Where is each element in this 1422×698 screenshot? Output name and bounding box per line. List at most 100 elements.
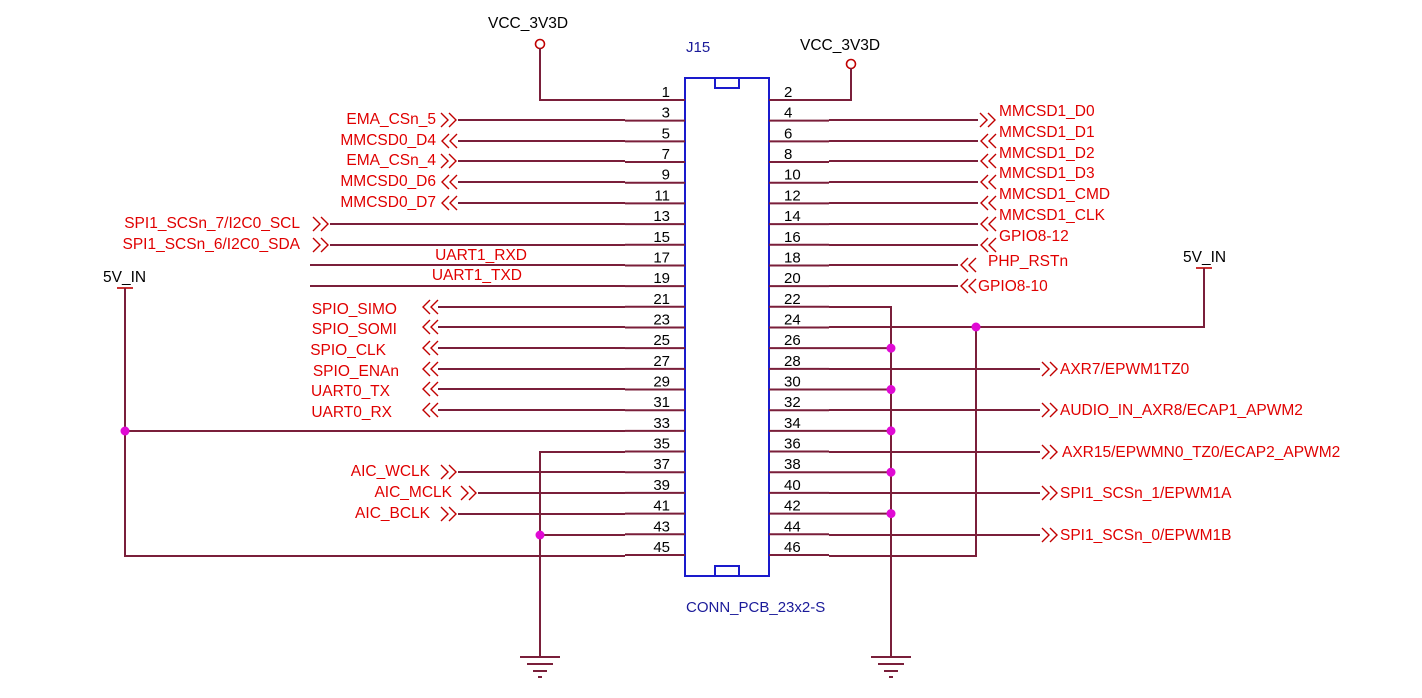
junction-dot bbox=[120, 426, 130, 436]
net-label-p14: MMCSD1_CLK bbox=[999, 207, 1106, 224]
offpage-connector-icon bbox=[980, 153, 997, 169]
vcc-left-wire bbox=[539, 48, 625, 101]
pin-number: 34 bbox=[784, 415, 801, 432]
pin-number: 27 bbox=[653, 353, 670, 370]
v5-right-symbol: 5V_IN bbox=[829, 249, 1226, 557]
net-label-p7: EMA_CSn_4 bbox=[346, 152, 436, 169]
pin-number: 5 bbox=[662, 125, 670, 142]
offpage-connector-icon bbox=[440, 153, 457, 169]
pin-number: 9 bbox=[662, 167, 670, 184]
net-label-p33: UART0_RX bbox=[311, 404, 392, 421]
net-label-p11: MMCSD0_D7 bbox=[340, 194, 436, 211]
net-label-p20: GPIO8-10 bbox=[978, 278, 1048, 295]
ground-icon bbox=[871, 656, 911, 678]
offpage-connector-icon bbox=[980, 174, 997, 190]
net-label-p12: MMCSD1_CMD bbox=[999, 186, 1110, 203]
pin-number: 40 bbox=[784, 477, 801, 494]
pin-number: 15 bbox=[653, 229, 670, 246]
net-label-p5: MMCSD0_D4 bbox=[340, 132, 436, 149]
offpage-connector-icon bbox=[422, 340, 439, 356]
net-label-p4: MMCSD1_D0 bbox=[999, 103, 1095, 120]
net-label-p18: PHP_RSTn bbox=[988, 253, 1068, 270]
pin-number: 43 bbox=[653, 518, 670, 535]
pin46-wire bbox=[829, 327, 977, 557]
connector-ref: J15 bbox=[686, 39, 710, 56]
offpage-connector-icon bbox=[422, 299, 439, 315]
offpage-connector-icon bbox=[440, 464, 457, 480]
pin-number: 8 bbox=[784, 146, 792, 163]
offpage-connector-icon bbox=[441, 174, 458, 190]
offpage-connector-icon bbox=[1041, 527, 1058, 543]
pin-number: 12 bbox=[784, 187, 801, 204]
offpage-connector-icon bbox=[440, 506, 457, 522]
offpage-connector-icon bbox=[460, 485, 477, 501]
connector-key-top bbox=[714, 77, 740, 89]
connector-body bbox=[684, 77, 770, 577]
pin-number: 19 bbox=[653, 270, 670, 287]
pin-number: 21 bbox=[653, 291, 670, 308]
ground-left bbox=[520, 451, 625, 678]
pin-number: 23 bbox=[653, 311, 670, 328]
net-label-p15: SPI1_SCSn_6/I2C0_SDA bbox=[123, 236, 301, 253]
gnd-left-bus bbox=[539, 451, 625, 656]
offpage-connector-icon bbox=[960, 257, 977, 273]
pin-number: 32 bbox=[784, 394, 801, 411]
offpage-connector-icon bbox=[980, 133, 997, 149]
pin-number: 1 bbox=[662, 84, 670, 101]
pin-number: 16 bbox=[784, 229, 801, 246]
pin-number: 20 bbox=[784, 270, 801, 287]
vcc-right-wire bbox=[829, 68, 852, 101]
junction-dot bbox=[535, 530, 545, 540]
vcc-left-label: VCC_3V3D bbox=[488, 15, 568, 32]
vcc-right-label: VCC_3V3D bbox=[800, 37, 880, 54]
offpage-connector-icon bbox=[422, 381, 439, 397]
v5-left-symbol: 5V_IN bbox=[103, 269, 625, 557]
offpage-connector-icon bbox=[422, 319, 439, 335]
offpage-connector-icon bbox=[980, 237, 997, 253]
pin-number: 26 bbox=[784, 332, 801, 349]
offpage-connector-icon bbox=[312, 237, 329, 253]
net-label-p28: AXR7/EPWM1TZ0 bbox=[1060, 361, 1190, 378]
net-label-p44: SPI1_SCSn_0/EPWM1B bbox=[1060, 527, 1231, 544]
pin-number: 2 bbox=[784, 84, 792, 101]
offpage-connector-icon bbox=[980, 216, 997, 232]
net-label-p32: AUDIO_IN_AXR8/ECAP1_APWM2 bbox=[1060, 402, 1303, 419]
pin-number: 37 bbox=[653, 456, 670, 473]
pin-number: 25 bbox=[653, 332, 670, 349]
pin-number: 24 bbox=[784, 311, 801, 328]
pin-number: 17 bbox=[653, 249, 670, 266]
offpage-connector-icon bbox=[960, 278, 977, 294]
net-label-p27: SPIO_CLK bbox=[310, 342, 386, 359]
pin-number: 13 bbox=[653, 208, 670, 225]
pin-number: 36 bbox=[784, 436, 801, 453]
net-label-p17: UART1_RXD bbox=[435, 247, 527, 264]
pin-number: 14 bbox=[784, 208, 801, 225]
net-label-p9: MMCSD0_D6 bbox=[340, 173, 436, 190]
pin-number: 6 bbox=[784, 125, 792, 142]
offpage-connector-icon bbox=[980, 195, 997, 211]
junction-dot bbox=[886, 426, 896, 436]
net-label-p31: UART0_TX bbox=[311, 383, 391, 400]
net-label-p16: GPIO8-12 bbox=[999, 228, 1069, 245]
v5-right-wire bbox=[976, 268, 1205, 328]
left-nets: EMA_CSn_5 MMCSD0_D4 EMA_CSn_4 MMCSD0_D6 … bbox=[123, 111, 625, 522]
net-label-p8: MMCSD1_D2 bbox=[999, 145, 1095, 162]
pin-number: 30 bbox=[784, 374, 801, 391]
v5-left-label: 5V_IN bbox=[103, 269, 146, 286]
offpage-connector-icon bbox=[1041, 485, 1058, 501]
net-label-p3: EMA_CSn_5 bbox=[346, 111, 436, 128]
net-label-p6: MMCSD1_D1 bbox=[999, 124, 1095, 141]
pin-number: 28 bbox=[784, 353, 801, 370]
offpage-connector-icon bbox=[441, 133, 458, 149]
power-circle-icon bbox=[845, 58, 857, 70]
pin-number: 22 bbox=[784, 291, 801, 308]
pin-number: 35 bbox=[653, 436, 670, 453]
net-label-p41: AIC_BCLK bbox=[355, 505, 431, 522]
pin-number: 41 bbox=[653, 498, 670, 515]
pin-number: 11 bbox=[654, 187, 670, 204]
net-label-p39: AIC_MCLK bbox=[374, 484, 452, 501]
net-label-p36: AXR15/EPWMN0_TZ0/ECAP2_APWM2 bbox=[1062, 444, 1340, 461]
net-label-p19: UART1_TXD bbox=[432, 267, 522, 284]
power-circle-icon bbox=[534, 38, 546, 50]
